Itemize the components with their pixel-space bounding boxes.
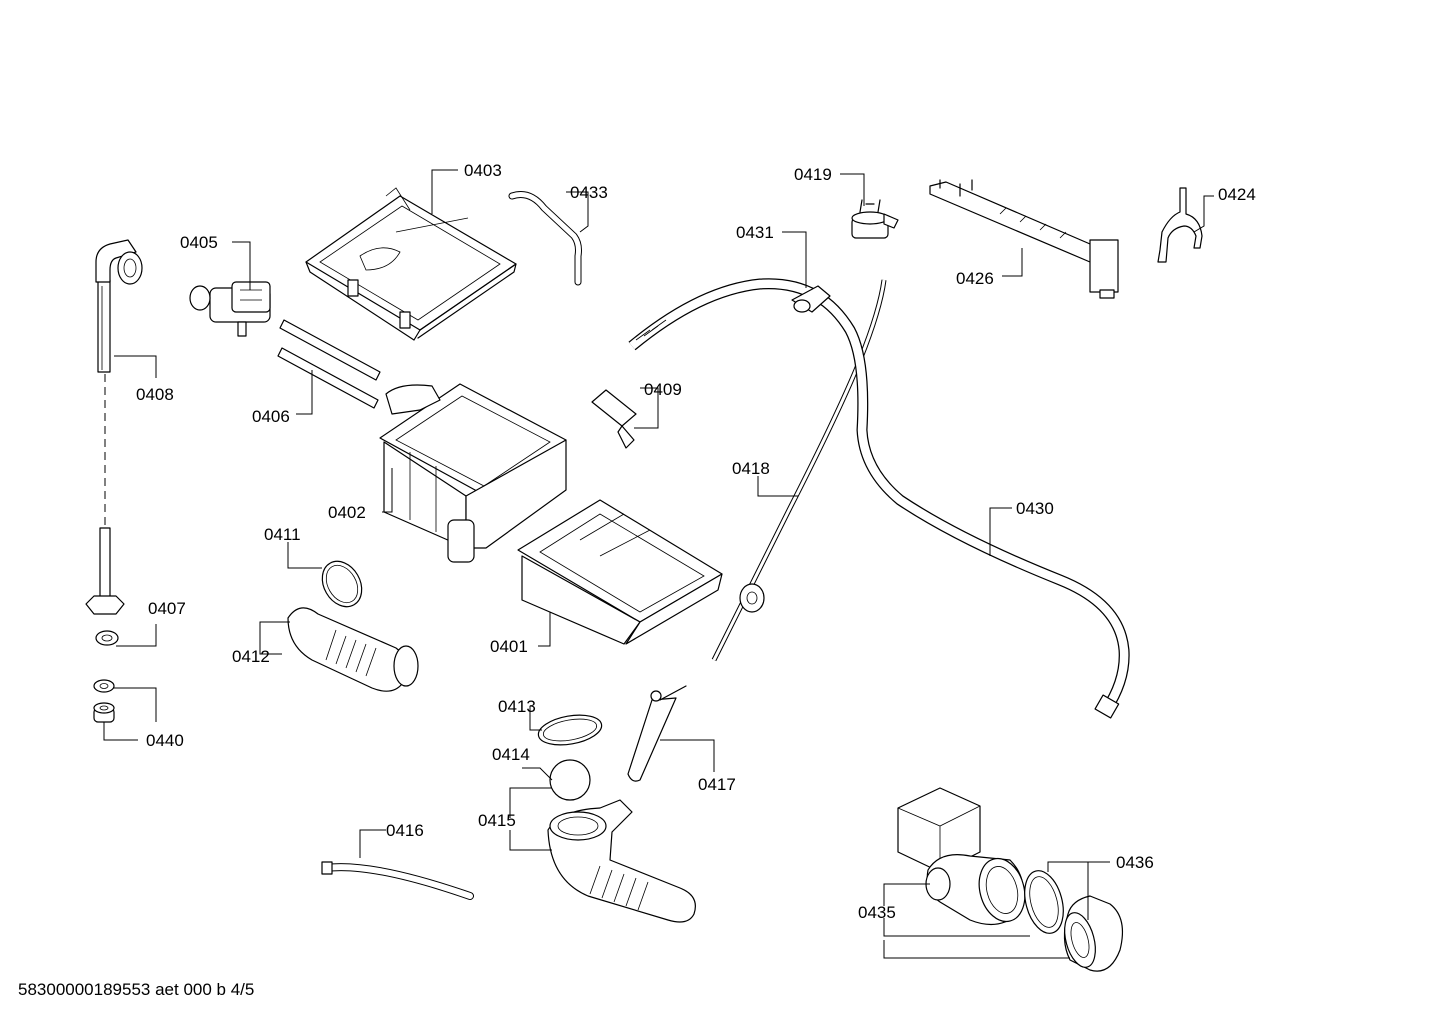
label-0433: 0433	[570, 183, 608, 202]
label-0402: 0402	[328, 503, 366, 522]
part-0403-dispenser-frame	[305, 187, 517, 341]
label-0411: 0411	[264, 525, 301, 544]
part-0415-sump	[547, 799, 696, 923]
part-0436-filter	[1024, 870, 1123, 972]
label-0406: 0406	[252, 407, 290, 426]
label-0431: 0431	[736, 223, 774, 242]
callout-labels: 0403 0433 0405 0408 0406 0402 0409 0401 …	[136, 161, 1256, 922]
label-0440: 0440	[146, 731, 184, 750]
part-0431-pipe-clip	[791, 285, 831, 313]
part-0424-fork	[1157, 187, 1203, 263]
part-0414-ball	[549, 759, 591, 801]
part-0411-gasket	[321, 560, 363, 608]
part-0440-washers	[93, 679, 115, 723]
part-0413-seal-ring	[537, 714, 603, 746]
part-0416-hose	[321, 861, 474, 900]
label-0430: 0430	[1016, 499, 1054, 518]
label-0405: 0405	[180, 233, 218, 252]
label-0408: 0408	[136, 385, 174, 404]
label-0418: 0418	[732, 459, 770, 478]
part-0402-dispenser-housing	[379, 383, 567, 563]
label-0416: 0416	[386, 821, 424, 840]
label-0436: 0436	[1116, 853, 1154, 872]
label-0414: 0414	[492, 745, 530, 764]
label-0401: 0401	[490, 637, 528, 656]
part-0406-rods	[277, 319, 381, 409]
label-0403: 0403	[464, 161, 502, 180]
leader-lines	[103, 169, 1214, 959]
part-0417-rod	[627, 685, 687, 782]
part-0409-clip	[591, 389, 637, 449]
label-0424: 0424	[1218, 185, 1256, 204]
label-0435: 0435	[858, 903, 896, 922]
label-0413: 0413	[498, 697, 536, 716]
part-0408-inlet-pipe	[95, 239, 143, 373]
part-0405-valve	[189, 281, 271, 337]
label-0417: 0417	[698, 775, 736, 794]
part-0430-drain-pipe	[628, 278, 1130, 719]
document-footer: 58300000189553 aet 000 b 4/5	[18, 980, 255, 999]
part-0435-pump	[897, 787, 1026, 926]
part-0412-bellows-hose	[287, 607, 419, 692]
part-0401-drawer	[517, 499, 723, 645]
label-0412: 0412	[232, 647, 270, 666]
part-0407-pipe-fitting	[85, 527, 125, 646]
label-0426: 0426	[956, 269, 994, 288]
label-0415: 0415	[478, 811, 516, 830]
part-0419-connector	[851, 199, 899, 239]
part-0426-rail	[929, 179, 1119, 299]
label-0409: 0409	[644, 380, 682, 399]
label-0419: 0419	[794, 165, 832, 184]
label-0407: 0407	[148, 599, 186, 618]
